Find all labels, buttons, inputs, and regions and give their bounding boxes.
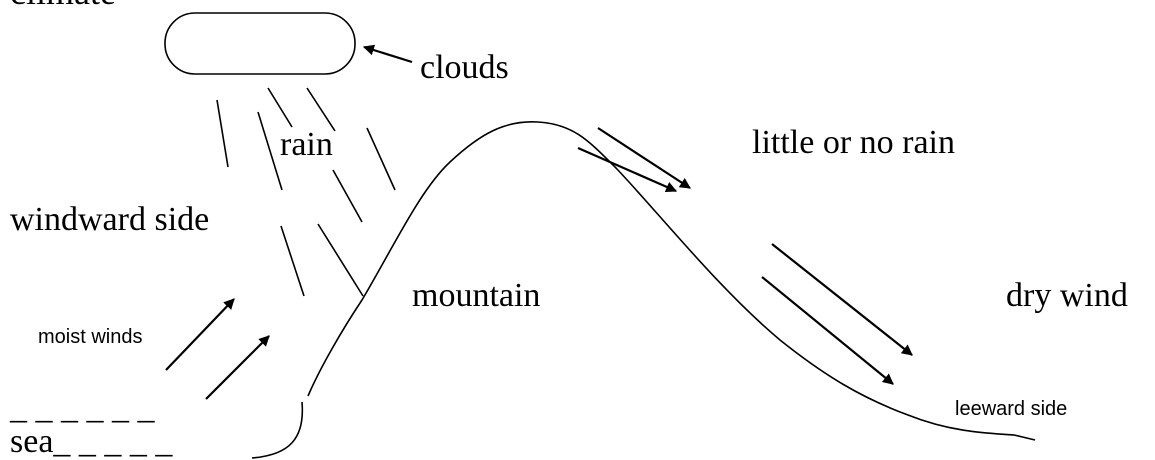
- rain-streak: [306, 87, 336, 132]
- windward-side-label: windward side: [10, 201, 209, 238]
- moist-wind-arrow: [165, 298, 235, 371]
- moist-winds-label: moist winds: [38, 326, 142, 348]
- rain-streak: [317, 223, 364, 297]
- climate-heading-cut: climate: [10, 0, 116, 12]
- rain-streak: [257, 111, 283, 191]
- moist-wind-arrow: [205, 335, 270, 400]
- dry-wind-arrow: [577, 146, 678, 193]
- dry-wind-label: dry wind: [1006, 277, 1128, 314]
- rain-streak: [216, 99, 229, 168]
- leeward-side-label: leeward side: [955, 398, 1067, 420]
- cloud-shape: [164, 12, 356, 75]
- dry-wind-arrow: [597, 127, 691, 189]
- sea-label: sea_ _ _ _ _: [10, 423, 173, 460]
- mountain-base-curve: [251, 401, 304, 459]
- rain-label: rain: [280, 126, 333, 163]
- clouds-label: clouds: [420, 49, 509, 86]
- mountain-label: mountain: [412, 277, 540, 314]
- rain-streak: [267, 87, 293, 128]
- little-or-no-rain-label: little or no rain: [752, 124, 955, 161]
- dry-wind-arrow: [771, 243, 913, 356]
- rain-streak: [280, 225, 305, 297]
- rain-streak: [332, 169, 363, 223]
- sea-level-dashes: _ _ _ _ _ _: [9, 389, 156, 426]
- mountain-profile: [307, 121, 1036, 441]
- rain-streak: [366, 127, 396, 191]
- clouds-pointer-arrow: [362, 44, 413, 64]
- rain-streaks: [216, 87, 396, 297]
- dry-wind-arrow: [761, 276, 894, 385]
